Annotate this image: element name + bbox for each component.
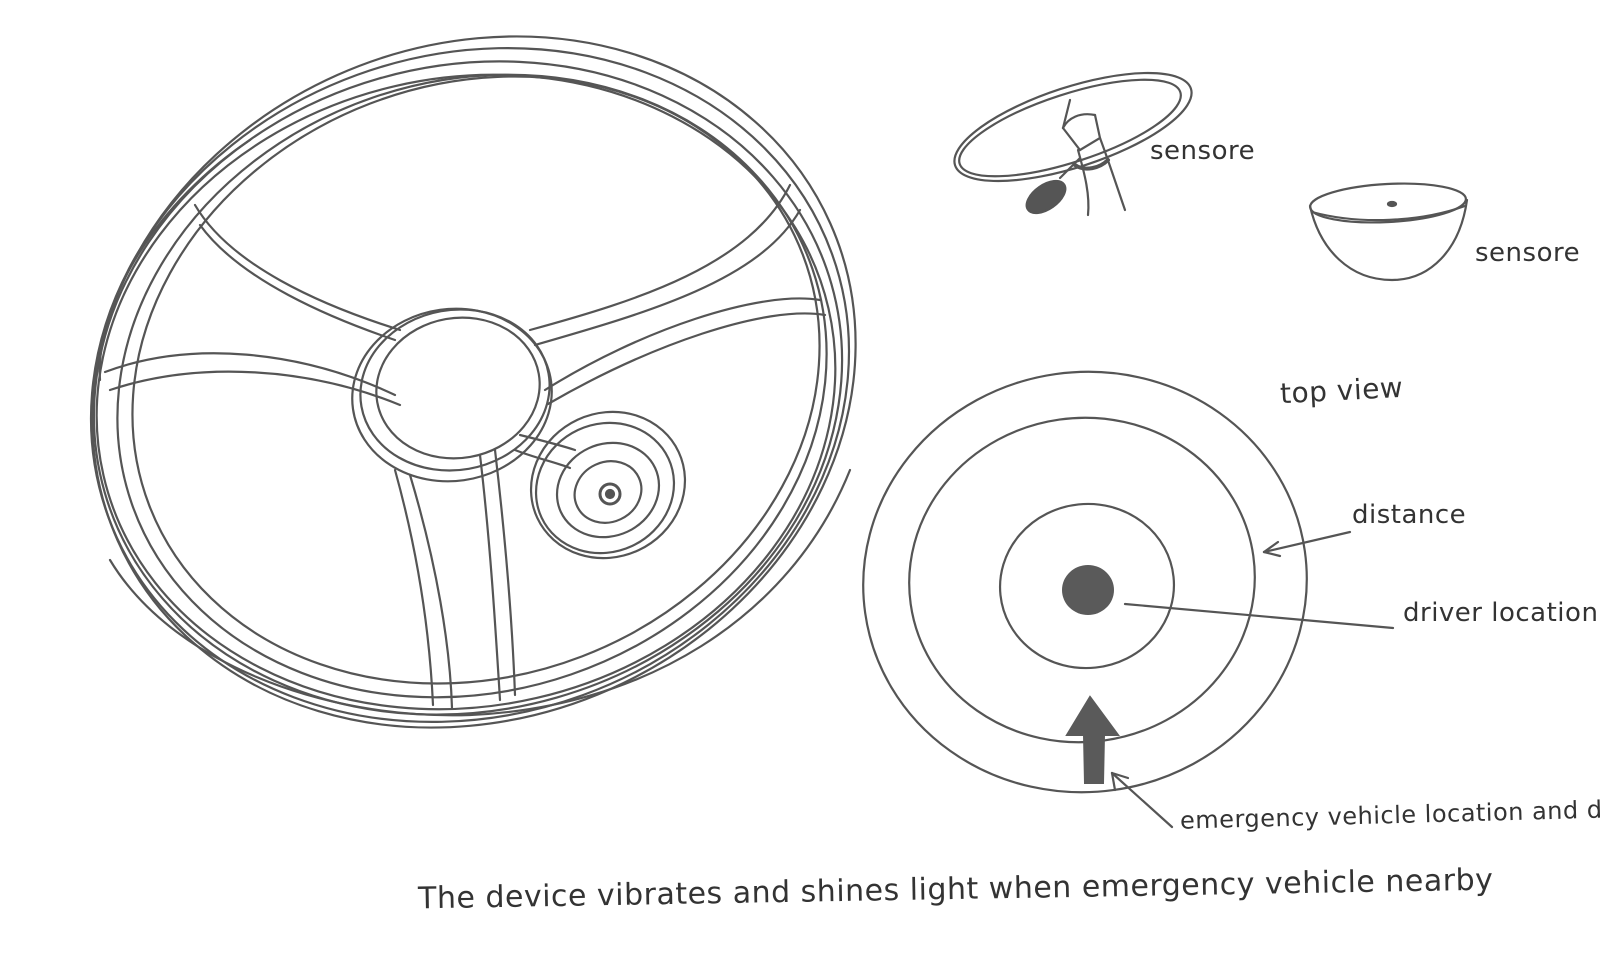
wheel-sensor-button xyxy=(529,410,687,560)
inner-ring xyxy=(998,502,1176,670)
sensor-label-top: sensore xyxy=(1150,136,1256,166)
driver-location-icon xyxy=(1062,565,1114,615)
sensor-disc-sketch xyxy=(953,71,1193,217)
top-view-label: top view xyxy=(1279,370,1405,411)
sensor-dome-sketch xyxy=(1308,182,1469,282)
steering-wheel xyxy=(89,35,857,729)
top-view-diagram xyxy=(862,370,1308,794)
distance-label: distance xyxy=(1352,500,1467,530)
sensor-plug-icon xyxy=(1025,179,1067,215)
wheel-hub xyxy=(351,307,577,483)
driver-location-label: driver location xyxy=(1403,598,1599,628)
emergency-vehicle-arrow-icon xyxy=(1065,695,1120,784)
wheel-spokes xyxy=(103,183,827,710)
annotation-leaders xyxy=(1110,530,1395,829)
wheel-rim xyxy=(89,35,857,729)
sensor-label-dome: sensore xyxy=(1475,238,1581,268)
